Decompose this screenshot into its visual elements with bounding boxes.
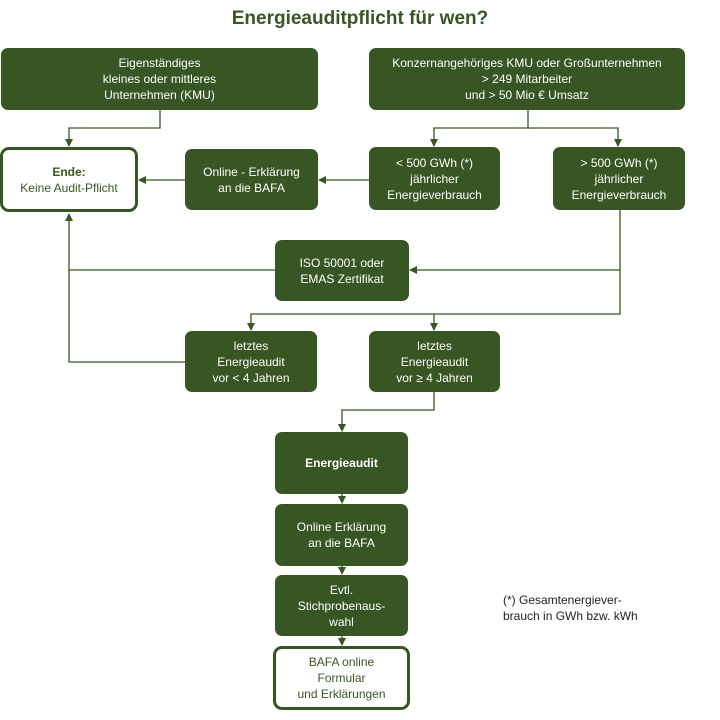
arrow-konzern-to-gt500 — [528, 127, 622, 147]
text-line: vor ≥ 4 Jahren — [396, 370, 473, 385]
text-line: Eigenständiges — [118, 56, 201, 70]
box-stichprobe: Evtl.Stichprobenaus-wahl — [275, 575, 408, 636]
text-line: an die BAFA — [308, 536, 375, 550]
box-energieaudit: Energieaudit — [275, 432, 408, 494]
text-line: Energieverbrauch — [387, 187, 482, 202]
arrow-gt500-to-lt4 — [247, 270, 621, 331]
text-line: und > 50 Mio € Umsatz — [465, 88, 589, 102]
arrow-gt500-to-iso — [409, 210, 621, 274]
diagram-title: Energieauditpflicht für wen? — [231, 8, 489, 29]
text-line: Evtl. — [329, 582, 354, 597]
footnote: (*) Gesamtenergiever-brauch in GWh bzw. … — [503, 592, 638, 624]
box-online-erklaerung-2: Online Erklärung an die BAFA — [275, 504, 408, 566]
text-line: EMAS Zertifikat — [300, 271, 384, 286]
text-line: vor < 4 Jahren — [212, 370, 290, 385]
text-line: Online - Erklärung — [203, 164, 300, 179]
text-line: Online Erklärung — [296, 520, 387, 534]
connector-lt4-to-left — [68, 270, 185, 363]
text-line: > 249 Mitarbeiter — [481, 72, 573, 86]
text-line: > 500 GWh (*) — [580, 155, 658, 170]
text-line: letztes — [417, 338, 452, 353]
text-line: brauch in GWh bzw. kWh — [503, 609, 638, 623]
text-line: Energieaudit — [217, 354, 285, 369]
text-line: Energieverbrauch — [571, 187, 667, 202]
text-line: letztes — [233, 338, 269, 353]
text-line: Ende: — [52, 164, 86, 179]
text-line: und Erklärungen — [297, 687, 386, 701]
text-line: Energieaudit — [400, 354, 469, 369]
text-line: Keine Audit-Pflicht — [20, 180, 118, 195]
text-line: Energieaudit — [305, 456, 378, 470]
text-line: (*) Gesamtenergiever- — [503, 593, 622, 607]
text-line: < 500 GWh (*) — [395, 155, 474, 170]
text-line: wahl — [329, 614, 354, 629]
text-line: Konzernangehöriges KMU oder Großunterneh… — [392, 56, 662, 70]
box-ende: Ende:Keine Audit-Pflicht — [0, 147, 138, 212]
text-line: jährlicher — [594, 171, 644, 186]
text-line: jährlicher — [410, 171, 459, 186]
text-line: BAFA online — [308, 655, 375, 669]
arrow-kmu-to-ende — [65, 110, 161, 147]
arrow-iso-to-ende — [65, 213, 275, 271]
text-line: kleines oder mittleres — [102, 72, 217, 86]
arrow-ge4-to-energieaudit — [338, 392, 435, 432]
text-line: Unternehmen (KMU) — [104, 88, 215, 102]
text-line: ISO 50001 oder — [299, 255, 385, 270]
text-line: Formular — [317, 671, 366, 685]
text-line: Stichprobenaus- — [297, 598, 386, 613]
arrow-konzern-to-lt500 — [430, 110, 529, 147]
text-line: an die BAFA — [218, 180, 285, 195]
box-konzern: Konzernangehöriges KMU oder Großunterneh… — [369, 48, 685, 110]
